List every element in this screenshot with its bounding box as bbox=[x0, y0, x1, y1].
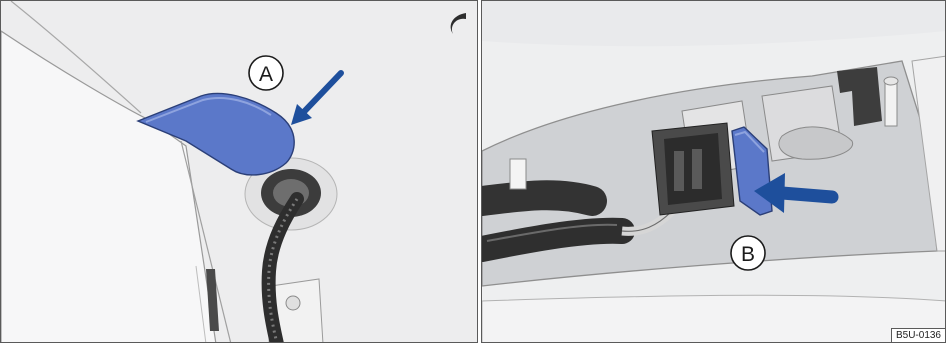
panel-right-illustration: B B5U-0136 bbox=[481, 0, 946, 343]
panel-left-drawing: A bbox=[1, 1, 478, 343]
figure-code-label: B5U-0136 bbox=[891, 328, 945, 342]
svg-text:A: A bbox=[259, 63, 273, 86]
panel-right-drawing: B bbox=[482, 1, 946, 343]
svg-text:B: B bbox=[741, 243, 755, 266]
bolt-icon bbox=[885, 81, 897, 126]
screw-icon bbox=[286, 296, 300, 310]
callout-b: B bbox=[731, 236, 765, 270]
panel-left-illustration: A bbox=[0, 0, 478, 343]
callout-a: A bbox=[249, 56, 283, 90]
pin-icon bbox=[510, 159, 526, 189]
